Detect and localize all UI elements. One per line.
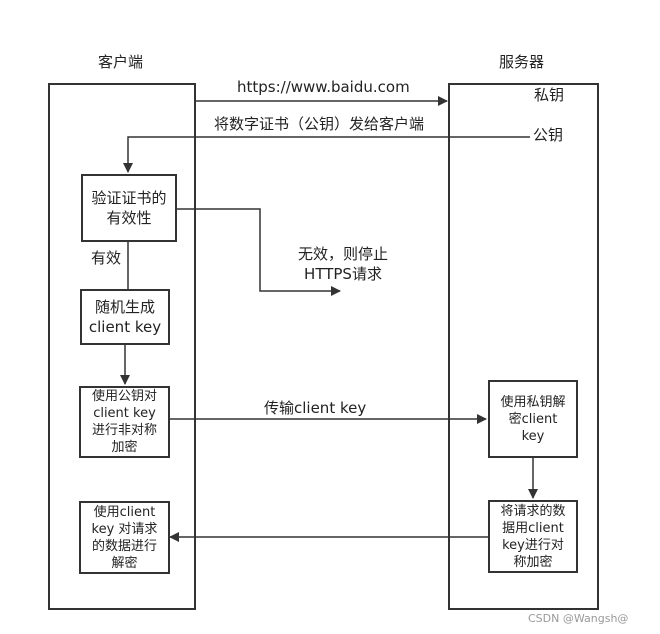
server-decrypt-key-box: 使用私钥解 密client key bbox=[488, 380, 578, 458]
generate-key-text: 随机生成 client key bbox=[88, 298, 162, 336]
request-url-label: https://www.baidu.com bbox=[237, 78, 410, 96]
generate-key-box: 随机生成 client key bbox=[80, 289, 170, 345]
valid-label: 有效 bbox=[91, 249, 122, 267]
invalid-arrow bbox=[177, 208, 341, 296]
send-certificate-label: 将数字证书（公钥）发给客户端 bbox=[214, 115, 425, 133]
watermark: CSDN @Wangsh@ bbox=[528, 612, 629, 625]
encrypt-key-text: 使用公钥对 client key 进行非对称 加密 bbox=[91, 389, 157, 455]
decrypt-data-text: 使用client key 对请求 的数据进行 解密 bbox=[91, 504, 158, 571]
private-key-label: 私钥 bbox=[534, 86, 565, 104]
server-encrypt-data-box: 将请求的数 据用client key进行对 称加密 bbox=[488, 500, 578, 573]
server-encrypt-data-text: 将请求的数 据用client key进行对 称加密 bbox=[500, 503, 566, 570]
client-lifeline bbox=[48, 83, 196, 610]
client-title: 客户端 bbox=[98, 53, 144, 71]
public-key-label: 公钥 bbox=[533, 126, 564, 144]
invalid-stop-label: 无效，则停止 HTTPS请求 bbox=[298, 245, 389, 283]
verify-certificate-text: 验证证书的 有效性 bbox=[91, 189, 167, 227]
server-lifeline bbox=[448, 83, 599, 610]
encrypt-key-box: 使用公钥对 client key 进行非对称 加密 bbox=[79, 386, 170, 458]
decrypt-data-box: 使用client key 对请求 的数据进行 解密 bbox=[79, 501, 170, 574]
verify-certificate-box: 验证证书的 有效性 bbox=[81, 174, 177, 242]
transmit-key-label: 传输client key bbox=[264, 399, 367, 417]
certificate-arrow bbox=[123, 136, 530, 173]
server-title: 服务器 bbox=[499, 53, 545, 71]
server-decrypt-key-text: 使用私钥解 密client key bbox=[500, 394, 566, 444]
